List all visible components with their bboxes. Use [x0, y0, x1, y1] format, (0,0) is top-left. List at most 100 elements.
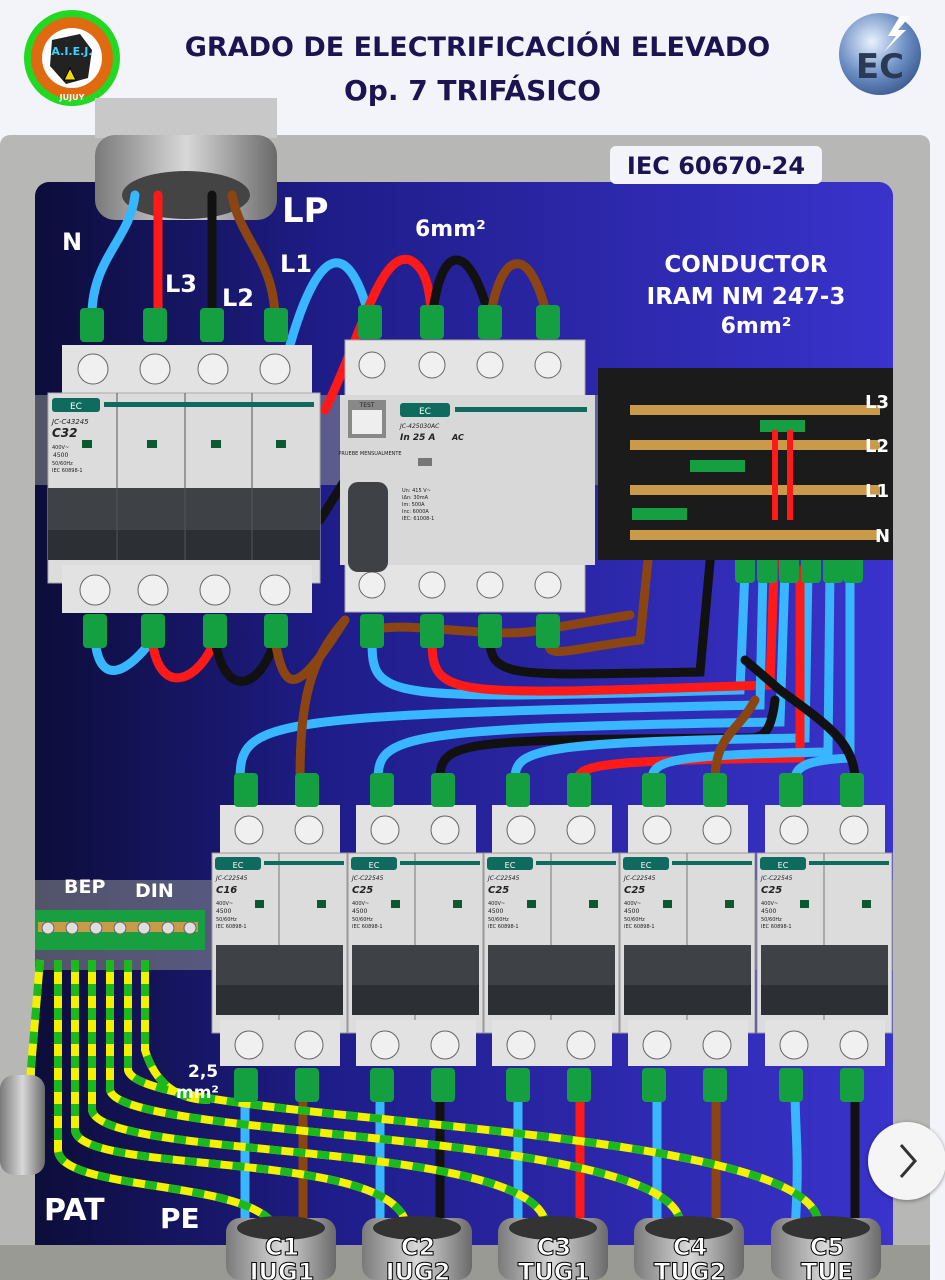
bep-label: BEP	[64, 876, 105, 898]
ec-logo-text: EC	[856, 47, 904, 87]
terminal-screw	[839, 1030, 869, 1060]
svg-text:C25: C25	[761, 885, 782, 896]
terminal-screw	[294, 815, 324, 845]
rcd-differential-switch: TEST PRUEBE MENSUALMENTE EC JC-425030AC …	[338, 339, 595, 613]
wire-ferrule	[567, 1068, 591, 1102]
conductor-section: 6mm²	[721, 314, 792, 339]
terminal-screw	[506, 1030, 536, 1060]
svg-text:IEC 60898-1: IEC 60898-1	[216, 924, 247, 930]
svg-text:IΔn: 30mA: IΔn: 30mA	[402, 495, 429, 501]
rcd-toggle[interactable]	[348, 482, 388, 572]
terminal-screw	[430, 1030, 460, 1060]
svg-text:IEC 60898-1: IEC 60898-1	[52, 468, 83, 474]
svg-text:EC: EC	[505, 861, 516, 870]
wiring	[87, 190, 860, 1235]
standard-badge	[610, 146, 822, 184]
circuit-code: C3	[537, 1233, 571, 1261]
wire-ferrule	[431, 773, 455, 807]
bus-label-l1: L1	[865, 481, 889, 502]
pat-label: PAT	[44, 1193, 105, 1228]
svg-text:50/60Hz: 50/60Hz	[761, 917, 782, 923]
ec-logo: EC	[839, 13, 921, 95]
terminal-screw	[506, 815, 536, 845]
circuit-name: TUG2	[654, 1258, 726, 1280]
svg-text:JC-C22545: JC-C22545	[487, 875, 520, 882]
svg-text:C16: C16	[216, 885, 237, 896]
wire-ferrule	[642, 1068, 666, 1102]
wire-ferrule	[779, 773, 803, 807]
distribution-busbar	[598, 368, 893, 560]
svg-text:IEC 60898-1: IEC 60898-1	[352, 924, 383, 930]
terminal-screw	[779, 815, 809, 845]
circuit-code: C4	[673, 1233, 707, 1261]
terminal-screw	[234, 815, 264, 845]
svg-text:JC-425030AC: JC-425030AC	[399, 423, 440, 430]
wire-ferrule	[779, 1068, 803, 1102]
svg-text:C25: C25	[624, 885, 645, 896]
svg-text:JC-C22545: JC-C22545	[215, 875, 248, 882]
svg-text:In 25 A: In 25 A	[400, 433, 436, 443]
svg-text:C25: C25	[352, 885, 373, 896]
terminal-screw	[642, 1030, 672, 1060]
svg-text:JC-C22545: JC-C22545	[760, 875, 793, 882]
aiej-logo: A.I.E.J. JUJUY	[24, 10, 120, 106]
wire-ferrule	[234, 1068, 258, 1102]
conductor-norm: IRAM NM 247-3	[647, 284, 846, 310]
terminal-screw	[566, 815, 596, 845]
din-label: DIN	[135, 880, 174, 902]
conductor-title: CONDUCTOR	[664, 252, 828, 278]
svg-text:JC-C22545: JC-C22545	[351, 875, 384, 882]
svg-text:4500: 4500	[53, 452, 68, 459]
svg-text:IEC 60898-1: IEC 60898-1	[761, 924, 792, 930]
svg-text:50/60Hz: 50/60Hz	[52, 461, 73, 467]
svg-text:400V~: 400V~	[52, 445, 69, 451]
next-slide-button[interactable]	[868, 1122, 945, 1200]
terminal-screw	[234, 1030, 264, 1060]
page-title: GRADO DE ELECTRIFICACIÓN ELEVADO	[184, 32, 771, 63]
supply-label-lp: LP	[282, 191, 329, 231]
wire-ferrule	[370, 1068, 394, 1102]
main-breaker-4p: EC JC-C43245 C32 400V~ 4500 50/60Hz IEC …	[47, 345, 321, 613]
svg-text:IEC 60898-1: IEC 60898-1	[624, 924, 655, 930]
wire-ferrule	[370, 773, 394, 807]
svg-text:EC: EC	[641, 861, 652, 870]
circuit-code: C2	[401, 1233, 435, 1261]
bus-label-l2: L2	[865, 436, 889, 457]
svg-text:JC-C22545: JC-C22545	[623, 875, 656, 882]
circuit-name: TUG1	[518, 1258, 590, 1280]
terminal-screw	[294, 1030, 324, 1060]
bus-label-l3: L3	[865, 392, 889, 413]
svg-text:C25: C25	[488, 885, 509, 896]
wire-section-label: 6mm²	[415, 217, 486, 242]
wire-ferrules	[80, 305, 863, 648]
phase-label-n: N	[62, 228, 82, 256]
svg-text:AC: AC	[451, 433, 464, 442]
wire-ferrule	[840, 773, 864, 807]
bep-earth-bar	[35, 910, 205, 950]
terminal-screw	[839, 815, 869, 845]
terminal-screw	[702, 815, 732, 845]
svg-text:EC: EC	[369, 861, 380, 870]
svg-text:4500: 4500	[624, 908, 639, 915]
svg-text:EC: EC	[778, 861, 789, 870]
terminal-screw	[370, 1030, 400, 1060]
svg-text:C32: C32	[52, 426, 78, 440]
wire-ferrule	[234, 773, 258, 807]
incoming-cable-gland	[95, 98, 277, 220]
bus-label-n: N	[875, 526, 890, 547]
terminal-screw	[702, 1030, 732, 1060]
svg-text:EC: EC	[233, 861, 244, 870]
circuit-name: IUG1	[250, 1258, 315, 1280]
wire-ferrule	[703, 1068, 727, 1102]
svg-text:4500: 4500	[216, 908, 231, 915]
terminal-screw	[779, 1030, 809, 1060]
